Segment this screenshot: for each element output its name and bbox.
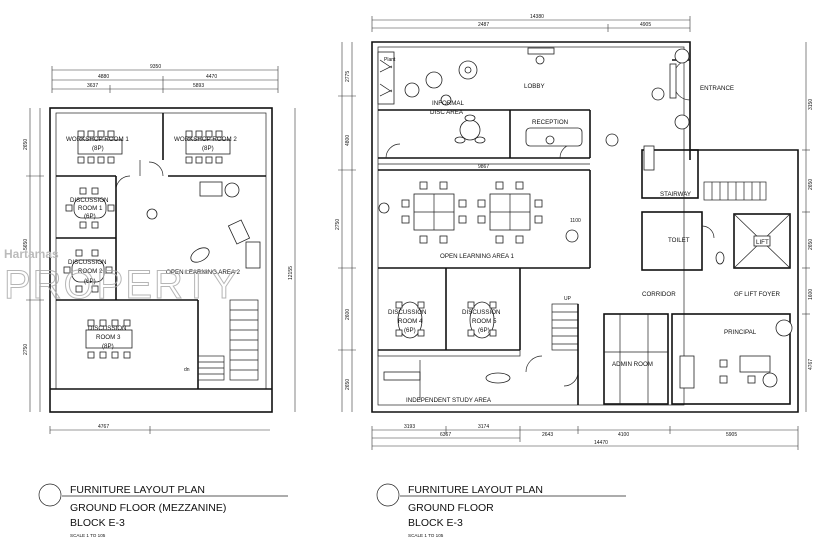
mezz-dim-bottom: 4767 — [98, 424, 109, 430]
discussion-room-1-number: ROOM 1 — [78, 205, 103, 212]
open-learning-area-1-label: OPEN LEARNING AREA 1 — [440, 253, 514, 260]
discussion-room-3-label: DISCUSSION — [88, 325, 127, 332]
mezzanine-plan: 9350 4880 4470 3637 5893 2650 5650 2750 … — [23, 64, 296, 434]
admin-room-label: ADMIN ROOM — [612, 361, 653, 368]
ground-title-block: FURNITURE LAYOUT PLAN GROUND FLOOR BLOCK… — [376, 483, 626, 538]
mezz-dim-left-2: 5650 — [23, 239, 29, 250]
ground-dim-top-right: 4905 — [640, 22, 651, 28]
discussion-room-2-number: ROOM 2 — [78, 268, 103, 275]
watermark-property: PROPERTY — [4, 263, 239, 307]
toilet-label: TOILET — [668, 237, 690, 244]
ground-scale: SCALE 1 TO 105 — [408, 533, 444, 538]
discussion-room-4-number: ROOM 4 — [398, 318, 423, 325]
discussion-room-4-capacity: (6P) — [404, 327, 416, 334]
mezz-dn-label: dn — [184, 367, 190, 373]
ground-dim-left-4: 2600 — [345, 309, 351, 320]
discussion-room-5-capacity: (6P) — [478, 327, 490, 334]
discussion-room-1-capacity: (6P) — [84, 213, 96, 220]
mezzanine-block: BLOCK E-3 — [70, 517, 125, 529]
plant-label: Plant — [384, 57, 396, 63]
ground-dim-right-5: 4767 — [808, 359, 814, 370]
open-learning-area-2-label: OPEN LEARNING AREA 2 — [166, 269, 240, 276]
informal-disc-area-label: INFORMAL — [432, 100, 465, 107]
discussion-room-4-label: DISCUSSION — [388, 309, 427, 316]
ground-dim-bottom-5: 4100 — [618, 432, 629, 438]
ground-dim-mid: 9867 — [478, 164, 489, 170]
mezz-dim-overall: 9350 — [150, 64, 161, 70]
mezzanine-scale: SCALE 1 TO 105 — [70, 533, 106, 538]
ground-dim-left-2: 4800 — [345, 135, 351, 146]
mezz-dim-top-left: 4880 — [98, 74, 109, 80]
ground-dim-bottom-2: 3174 — [478, 424, 489, 430]
ground-subtitle: GROUND FLOOR — [408, 502, 494, 514]
ground-dim-top-left: 2487 — [478, 22, 489, 28]
workshop-room-1-capacity: (8P) — [92, 145, 104, 152]
discussion-room-2-capacity: (6P) — [84, 278, 96, 285]
ground-dim-bottom-3: 6367 — [440, 432, 451, 438]
ground-dim-right-3: 2650 — [808, 239, 814, 250]
ground-dim-bottom-total: 14470 — [594, 440, 608, 446]
ground-dim-left-1: 2775 — [345, 71, 351, 82]
stairway-label: STAIRWAY — [660, 191, 691, 198]
ground-dim-left-5: 2650 — [345, 379, 351, 390]
principal-label: PRINCIPAL — [724, 329, 757, 336]
corridor-label: CORRIDOR — [642, 291, 676, 298]
workshop-room-2-capacity: (8P) — [202, 145, 214, 152]
discussion-room-2-label: DISCUSSION — [68, 259, 107, 266]
lift-label: LIFT — [756, 239, 769, 246]
ground-dim-bottom-4: 2643 — [542, 432, 553, 438]
reception-label: RECEPTION — [532, 119, 568, 126]
entrance-label: ENTRANCE — [700, 85, 734, 92]
watermark-brand: Hartamas — [4, 247, 59, 261]
mezz-dim-top-right: 4470 — [206, 74, 217, 80]
mezz-dim-left-3: 2750 — [23, 344, 29, 355]
ground-dim-right-2: 2650 — [808, 179, 814, 190]
discussion-room-1-label: DISCUSSION — [70, 197, 109, 204]
ground-dim-right-1: 3150 — [808, 99, 814, 110]
workshop-room-2-label: WORKSHOP ROOM 2 — [174, 136, 237, 143]
ground-floor-plan: 14380 2487 4905 2775 4800 2750 2600 2650… — [335, 14, 814, 450]
watermark: Hartamas PROPERTY — [4, 247, 239, 308]
discussion-room-3-capacity: (8P) — [102, 343, 114, 350]
mezzanine-title-block: FURNITURE LAYOUT PLAN GROUND FLOOR (MEZZ… — [38, 483, 288, 538]
mezz-dim-sub-right: 5893 — [193, 83, 204, 89]
independent-study-area-label: INDEPENDENT STUDY AREA — [406, 397, 492, 404]
ground-dim-overall: 14380 — [530, 14, 544, 20]
discussion-room-5-label: DISCUSSION — [462, 309, 501, 316]
ground-dim-bottom-1: 3193 — [404, 424, 415, 430]
mezzanine-subtitle: GROUND FLOOR (MEZZANINE) — [70, 502, 226, 514]
gf-lift-foyer-label: GF LIFT FOYER — [734, 291, 780, 298]
lobby-label: LOBBY — [524, 83, 545, 90]
up-label: UP — [564, 296, 572, 302]
discussion-room-3-number: ROOM 3 — [96, 334, 121, 341]
ground-dim-1100: 1100 — [570, 218, 581, 224]
mezz-dim-sub-left: 3637 — [87, 83, 98, 89]
discussion-room-5-number: ROOM 5 — [472, 318, 497, 325]
mezz-dim-left-1: 2650 — [23, 139, 29, 150]
ground-dim-right-4: 1600 — [808, 289, 814, 300]
informal-disc-area-label-2: DISC AREA — [430, 109, 464, 116]
ground-block: BLOCK E-3 — [408, 517, 463, 529]
workshop-room-1-label: WORKSHOP ROOM 1 — [66, 136, 129, 143]
mezzanine-title: FURNITURE LAYOUT PLAN — [70, 484, 205, 496]
mezz-dim-right: 12155 — [288, 266, 294, 280]
ground-title: FURNITURE LAYOUT PLAN — [408, 484, 543, 496]
ground-dim-left-3: 2750 — [335, 219, 341, 230]
ground-dim-bottom-6: 5905 — [726, 432, 737, 438]
